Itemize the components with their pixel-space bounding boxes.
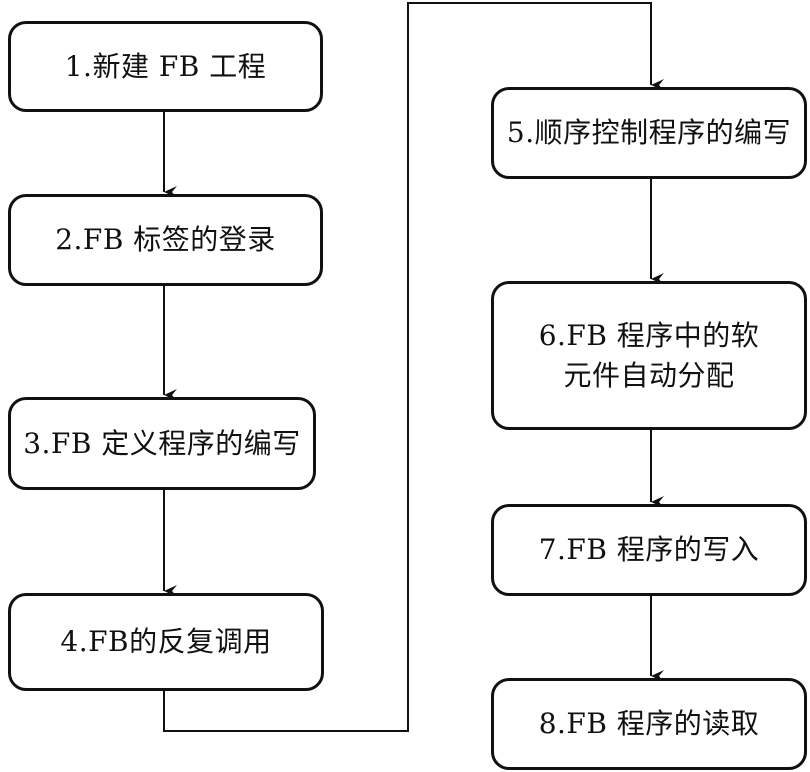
step-1-label: 1.新建 FB 工程 — [64, 49, 267, 83]
step-5-box: 5.顺序控制程序的编写 — [491, 87, 807, 179]
step-7-label: 7.FB 程序的写入 — [538, 533, 760, 566]
step-5-label: 5.顺序控制程序的编写 — [506, 116, 792, 149]
step-7-box: 7.FB 程序的写入 — [491, 504, 807, 596]
step-6-label: 6.FB 程序中的软 元件自动分配 — [539, 316, 760, 396]
step-3-box: 3.FB 定义程序的编写 — [8, 397, 316, 490]
step-8-box: 8.FB 程序的读取 — [491, 678, 807, 770]
step-6-label-line-2: 元件自动分配 — [563, 358, 735, 392]
step-2-label: 2.FB 标签的登录 — [55, 223, 276, 256]
step-8-label: 8.FB 程序的读取 — [538, 707, 760, 740]
step-1-box: 1.新建 FB 工程 — [8, 21, 323, 112]
step-4-label: 4.FB的反复调用 — [60, 625, 272, 658]
step-4-box: 4.FB的反复调用 — [8, 593, 324, 691]
step-3-label: 3.FB 定义程序的编写 — [23, 426, 301, 460]
arrow-4-to-5 — [163, 2, 664, 732]
step-6-box: 6.FB 程序中的软 元件自动分配 — [491, 281, 807, 430]
step-2-box: 2.FB 标签的登录 — [8, 194, 323, 286]
step-6-label-line-1: 6.FB 程序中的软 — [538, 318, 760, 352]
